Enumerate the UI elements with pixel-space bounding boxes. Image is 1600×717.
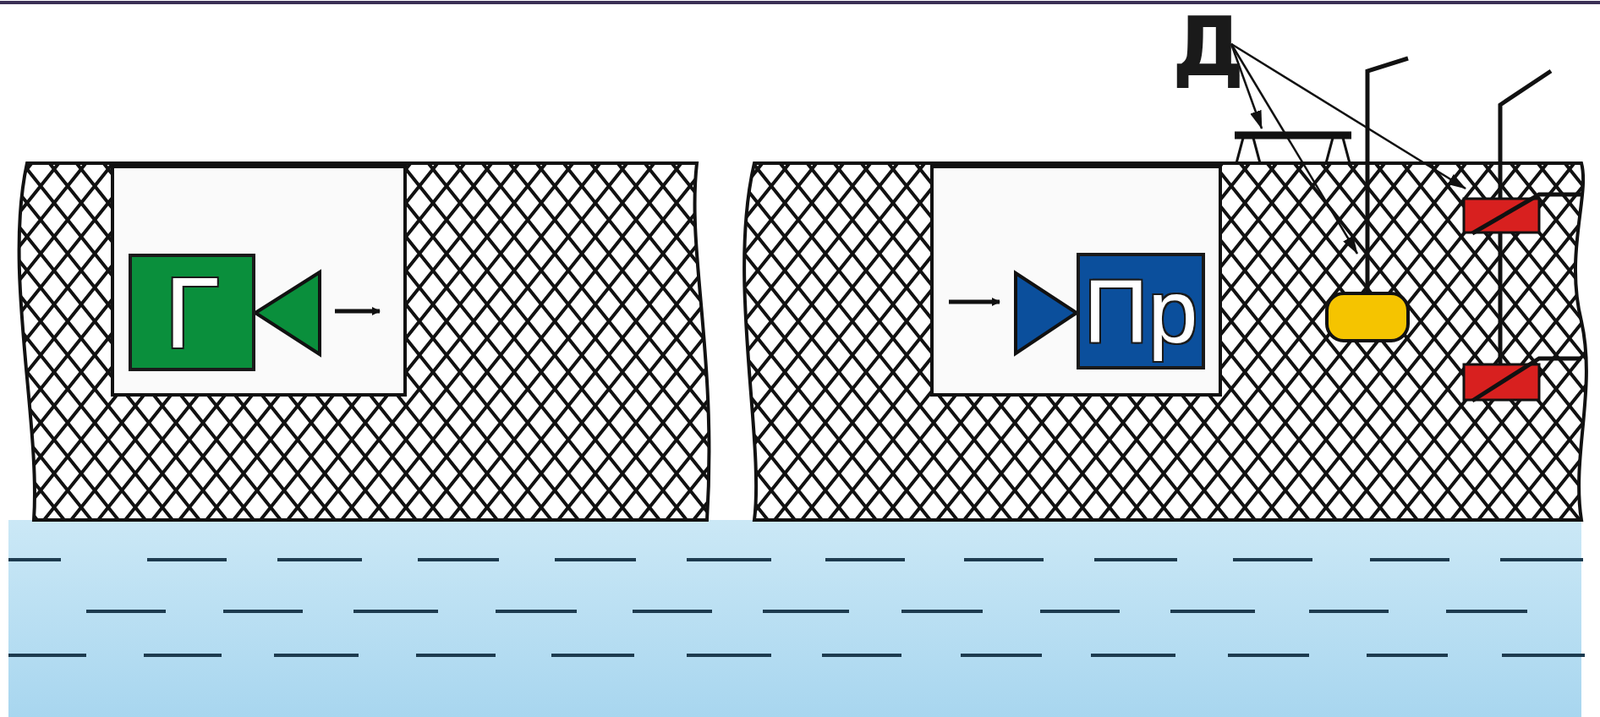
water xyxy=(8,520,1582,717)
leader-lines xyxy=(1231,43,1466,254)
rock-block xyxy=(19,163,710,521)
box-label: Пр xyxy=(1083,266,1198,357)
rock-block xyxy=(744,163,1587,521)
chamber xyxy=(931,166,1221,395)
water-dashes xyxy=(8,559,1585,656)
emitter-symbol xyxy=(255,272,320,355)
signal-arrow xyxy=(948,300,1000,305)
borehole-probe xyxy=(1326,58,1409,341)
chamber xyxy=(112,166,406,395)
box-label: Г xyxy=(164,263,220,363)
receiver-box: Пр xyxy=(1076,252,1206,370)
sensor-symbol xyxy=(1015,273,1077,354)
borehole-sensors xyxy=(1463,71,1582,401)
surface-detector xyxy=(1234,135,1352,164)
signal-arrow xyxy=(334,309,380,314)
callout-label: Д xyxy=(1172,6,1245,88)
generator-box: Г xyxy=(128,253,256,372)
